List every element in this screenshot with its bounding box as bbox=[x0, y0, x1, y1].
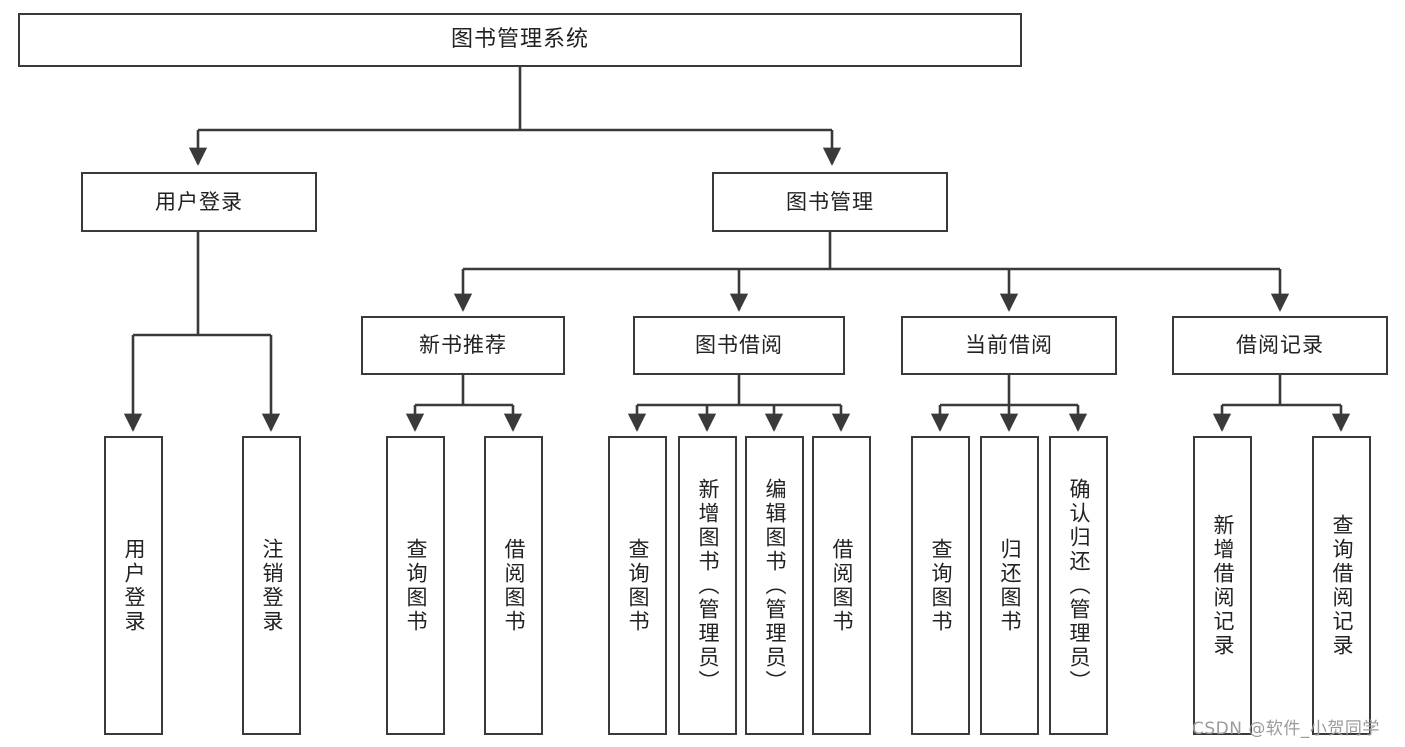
node-book-management[interactable]: 图书管理 bbox=[712, 172, 948, 232]
node-label: 查询借阅记录 bbox=[1329, 513, 1354, 658]
node-label: 查询图书 bbox=[625, 537, 650, 634]
node-root-book-management-system[interactable]: 图书管理系统 bbox=[18, 13, 1022, 67]
node-label: 用户登录 bbox=[121, 537, 146, 634]
leaf-logout-login[interactable]: 注销登录 bbox=[242, 436, 301, 735]
node-user-login[interactable]: 用户登录 bbox=[81, 172, 317, 232]
node-label: 确认归还（管理员） bbox=[1066, 477, 1091, 694]
node-new-book-recommend[interactable]: 新书推荐 bbox=[361, 316, 565, 375]
leaf-add-book-admin[interactable]: 新增图书（管理员） bbox=[678, 436, 737, 735]
leaf-user-login[interactable]: 用户登录 bbox=[104, 436, 163, 735]
leaf-confirm-return-admin[interactable]: 确认归还（管理员） bbox=[1049, 436, 1108, 735]
node-label: 查询图书 bbox=[928, 537, 953, 634]
node-label: 图书借阅 bbox=[695, 333, 783, 358]
leaf-query-book-recommend[interactable]: 查询图书 bbox=[386, 436, 445, 735]
node-label: 新书推荐 bbox=[419, 333, 507, 358]
node-label: 编辑图书（管理员） bbox=[762, 477, 787, 694]
leaf-query-book-borrow[interactable]: 查询图书 bbox=[608, 436, 667, 735]
leaf-query-book-current[interactable]: 查询图书 bbox=[911, 436, 970, 735]
leaf-borrow-book-recommend[interactable]: 借阅图书 bbox=[484, 436, 543, 735]
node-label: 新增借阅记录 bbox=[1210, 513, 1235, 658]
leaf-return-book[interactable]: 归还图书 bbox=[980, 436, 1039, 735]
node-label: 借阅记录 bbox=[1236, 333, 1324, 358]
leaf-borrow-book[interactable]: 借阅图书 bbox=[812, 436, 871, 735]
node-label: 借阅图书 bbox=[501, 537, 526, 634]
node-label: 借阅图书 bbox=[829, 537, 854, 634]
node-label: 注销登录 bbox=[259, 537, 284, 634]
node-book-borrow[interactable]: 图书借阅 bbox=[633, 316, 845, 375]
node-label: 图书管理 bbox=[786, 189, 874, 214]
node-borrow-record[interactable]: 借阅记录 bbox=[1172, 316, 1388, 375]
node-label: 图书管理系统 bbox=[450, 26, 589, 52]
node-label: 用户登录 bbox=[155, 189, 243, 214]
node-label: 当前借阅 bbox=[965, 333, 1053, 358]
node-label: 新增图书（管理员） bbox=[695, 477, 720, 694]
node-label: 归还图书 bbox=[997, 537, 1022, 634]
leaf-add-borrow-record[interactable]: 新增借阅记录 bbox=[1193, 436, 1252, 735]
leaf-query-borrow-record[interactable]: 查询借阅记录 bbox=[1312, 436, 1371, 735]
watermark-text: CSDN @软件_小贺同学 bbox=[1192, 719, 1380, 739]
node-current-borrow[interactable]: 当前借阅 bbox=[901, 316, 1117, 375]
node-label: 查询图书 bbox=[403, 537, 428, 634]
leaf-edit-book-admin[interactable]: 编辑图书（管理员） bbox=[745, 436, 804, 735]
